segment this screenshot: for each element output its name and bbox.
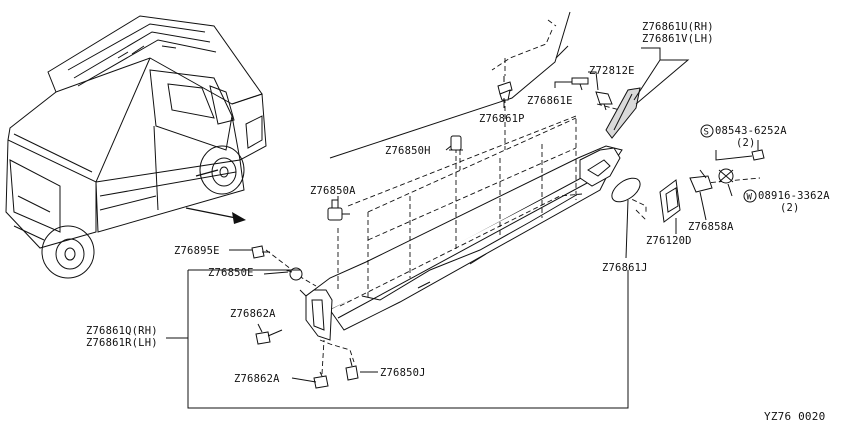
body-outline (329, 11, 571, 159)
label-76861v: Z76861V(LH) (642, 33, 714, 45)
symbol-s: S (704, 128, 710, 138)
label-08916: 08916-3362A (758, 190, 830, 202)
label-08543: 08543-6252A (715, 125, 787, 137)
circle-w-icon: W (743, 189, 757, 203)
clip-76850j-part (345, 357, 359, 381)
bracket-76120d-part (659, 169, 713, 223)
diagram-code: YZ76 0020 (764, 410, 825, 423)
clip-76850a-part (327, 199, 350, 221)
bolt-76862a-lower-part (313, 371, 329, 389)
label-76858a: Z76858A (688, 221, 734, 233)
label-76120d: Z76120D (646, 235, 692, 247)
label-76861q: Z76861Q(RH) (86, 325, 158, 337)
symbol-w: W (747, 193, 753, 203)
label-76861p: Z76861P (479, 113, 525, 125)
label-76850h: Z76850H (385, 145, 431, 157)
screw-08543-part (751, 140, 765, 161)
bolt-76862a-upper-part (255, 329, 283, 345)
vehicle-illustration (5, 15, 267, 279)
clip-76850h-part (449, 135, 463, 151)
leader-lines (166, 47, 753, 409)
label-76862a-lower: Z76862A (234, 373, 280, 385)
label-76850j: Z76850J (380, 367, 426, 379)
label-76850e: Z76850E (208, 267, 254, 279)
label-08916-qty: (2) (780, 202, 800, 214)
label-76861e: Z76861E (527, 95, 573, 107)
circle-s-icon: S (700, 124, 714, 138)
label-76861u: Z76861U(RH) (642, 21, 714, 33)
clip-76861j-part (611, 177, 641, 203)
label-72812e: Z72812E (589, 65, 635, 77)
label-76862a-upper: Z76862A (230, 308, 276, 320)
screw-76861e-part (571, 77, 589, 91)
side-sill-molding (299, 145, 623, 341)
label-08543-qty: (2) (736, 137, 756, 149)
grommet-72812e-part (595, 91, 613, 111)
screw-76895e-part (251, 245, 270, 259)
part-labels: Z76861U(RH) Z76861V(LH) Z72812E Z76861E … (86, 21, 830, 423)
label-76861r: Z76861R(LH) (86, 337, 158, 349)
label-76861j: Z76861J (602, 262, 648, 274)
label-76895e: Z76895E (174, 245, 220, 257)
washer-08916-part (718, 168, 734, 184)
label-76850a: Z76850A (310, 185, 356, 197)
clip-76861p-part (497, 76, 513, 101)
direction-arrow (185, 207, 246, 224)
clip-76850e-part (285, 267, 303, 281)
front-extension-part (605, 87, 641, 139)
